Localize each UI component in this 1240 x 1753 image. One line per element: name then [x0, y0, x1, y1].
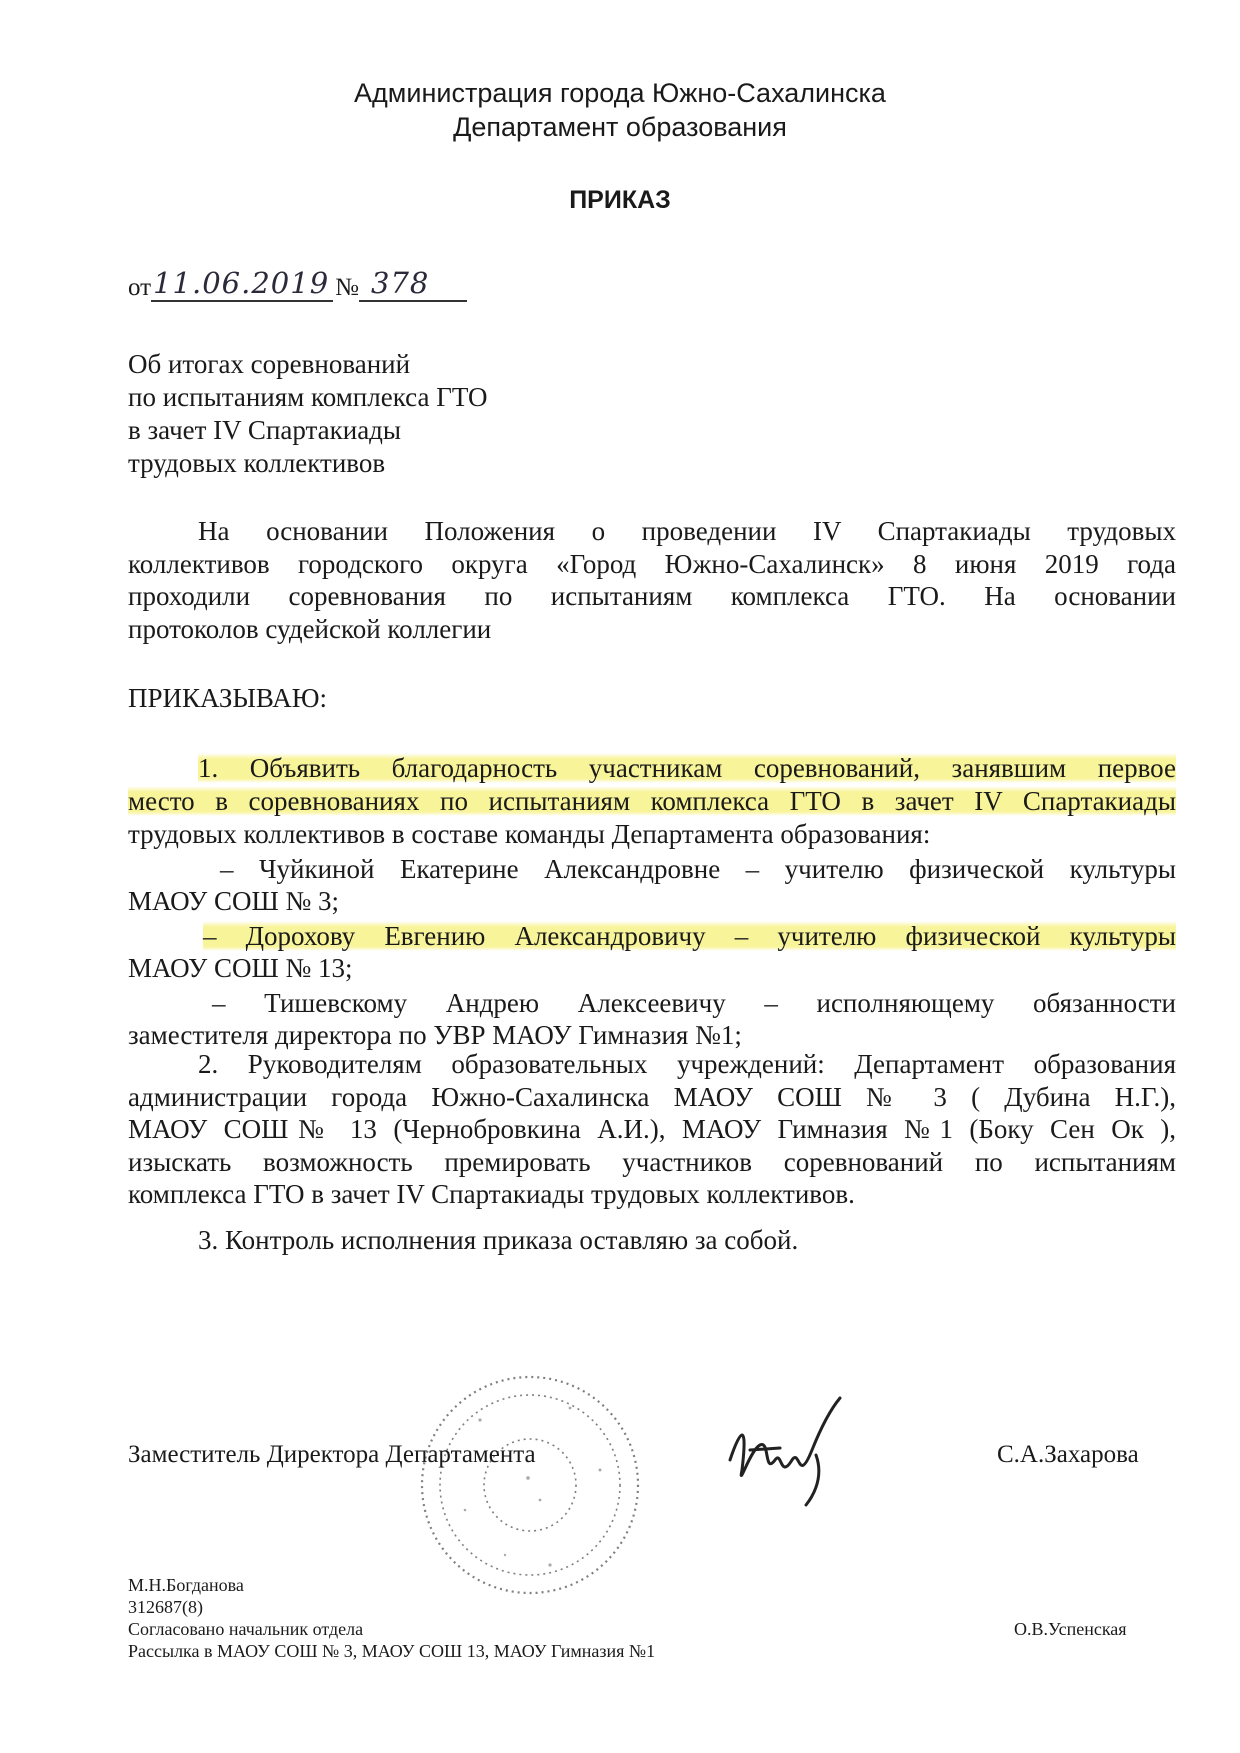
awardee-2-school: МАОУ СОШ № 13;: [128, 953, 353, 983]
subject-line: в зачет IV Спартакиады: [128, 415, 402, 445]
preamble-line: коллективов городского округа «Город Южн…: [128, 548, 1176, 579]
order-date-number: от 11.06.2019 № 378: [128, 266, 468, 302]
subject-line: Об итогах соревнований: [128, 349, 411, 379]
distribution-line: Рассылка в МАОУ СОШ № 3, МАОУ СОШ 13, МА…: [128, 1641, 656, 1661]
directive-word: ПРИКАЗЫВАЮ:: [128, 683, 327, 713]
preamble-paragraph: На основании Положения о проведении IV С…: [128, 515, 1176, 645]
awardee-1: – Чуйкиной Екатерине Александровне – учи…: [220, 853, 1176, 884]
item-2-line: комплекса ГТО в зачет IV Спартакиады тру…: [128, 1179, 855, 1209]
highlighted-text: – Дорохову Евгению Александровичу – учит…: [203, 920, 1176, 951]
awardee-1-school: МАОУ СОШ № 3;: [128, 886, 340, 916]
subject-line: трудовых коллективов: [128, 448, 386, 478]
order-date-handwritten: 11.06.2019: [151, 266, 334, 302]
awardee-3: – Тишевскому Андрею Алексеевичу – исполн…: [212, 987, 1176, 1018]
order-number-handwritten: 378: [359, 266, 468, 302]
item-2: 2. Руководителям образовательных учрежде…: [128, 1048, 1176, 1211]
document-title: ПРИКАЗ: [569, 186, 671, 214]
item-1-line: место в соревнованиях по испытаниям комп…: [128, 785, 1176, 818]
handwritten-signature-icon: [728, 1396, 842, 1507]
signatory-name: С.А.Захарова: [997, 1441, 1139, 1468]
item-2-line: МАОУ СОШ№ 13 (Чернобровкина А.И.), МАОУ …: [128, 1114, 1176, 1144]
item-2-line: 2. Руководителям образовательных учрежде…: [198, 1049, 1176, 1079]
subject-line: по испытаниям комплекса ГТО: [128, 382, 488, 412]
agreed-line: Согласовано начальник отдела: [128, 1619, 364, 1639]
item-1-line: трудовых коллективов в составе команды Д…: [128, 819, 931, 849]
agreed-name: О.В.Успенская: [1014, 1619, 1127, 1639]
awardee-3-position: заместителя директора по УВР МАОУ Гимназ…: [128, 1020, 742, 1050]
awardee-2: – Дорохову Евгению Александровичу – учит…: [128, 920, 1176, 953]
highlighted-text: 1. Объявить благодарность участникам сор…: [198, 753, 1176, 783]
item-1-line: 1. Объявить благодарность участникам сор…: [128, 752, 1176, 785]
item-2-line: администрации города Южно-Сахалинска МАО…: [128, 1081, 1176, 1112]
organization-name: Администрация города Южно-Сахалинска: [354, 78, 886, 108]
item-3: 3. Контроль исполнения приказа оставляю …: [198, 1225, 799, 1255]
executor-phone: 312687(8): [128, 1597, 203, 1617]
seal-stamp-icon: [420, 1375, 640, 1595]
footer-block: М.Н.Богданова 312687(8) Согласовано нача…: [128, 1574, 655, 1662]
order-subject: Об итогах соревнований по испытаниям ком…: [128, 348, 487, 480]
executor-name: М.Н.Богданова: [128, 1575, 244, 1595]
date-prefix: от: [128, 274, 152, 301]
department-name: Департамент образования: [453, 112, 787, 142]
item-2-line: изыскать возможность премировать участни…: [128, 1146, 1176, 1177]
item-1: 1. Объявить благодарность участникам сор…: [128, 752, 1176, 1052]
preamble-line: На основании Положения о проведении IV С…: [198, 516, 1176, 546]
preamble-line: проходили соревнования по испытаниям ком…: [128, 581, 1176, 611]
preamble-line: протоколов судейской коллегии: [128, 613, 492, 644]
number-prefix: №: [335, 274, 360, 301]
highlighted-text: место в соревнованиях по испытаниям комп…: [128, 785, 1176, 816]
signatory-position: Заместитель Директора Департамента: [128, 1441, 536, 1468]
